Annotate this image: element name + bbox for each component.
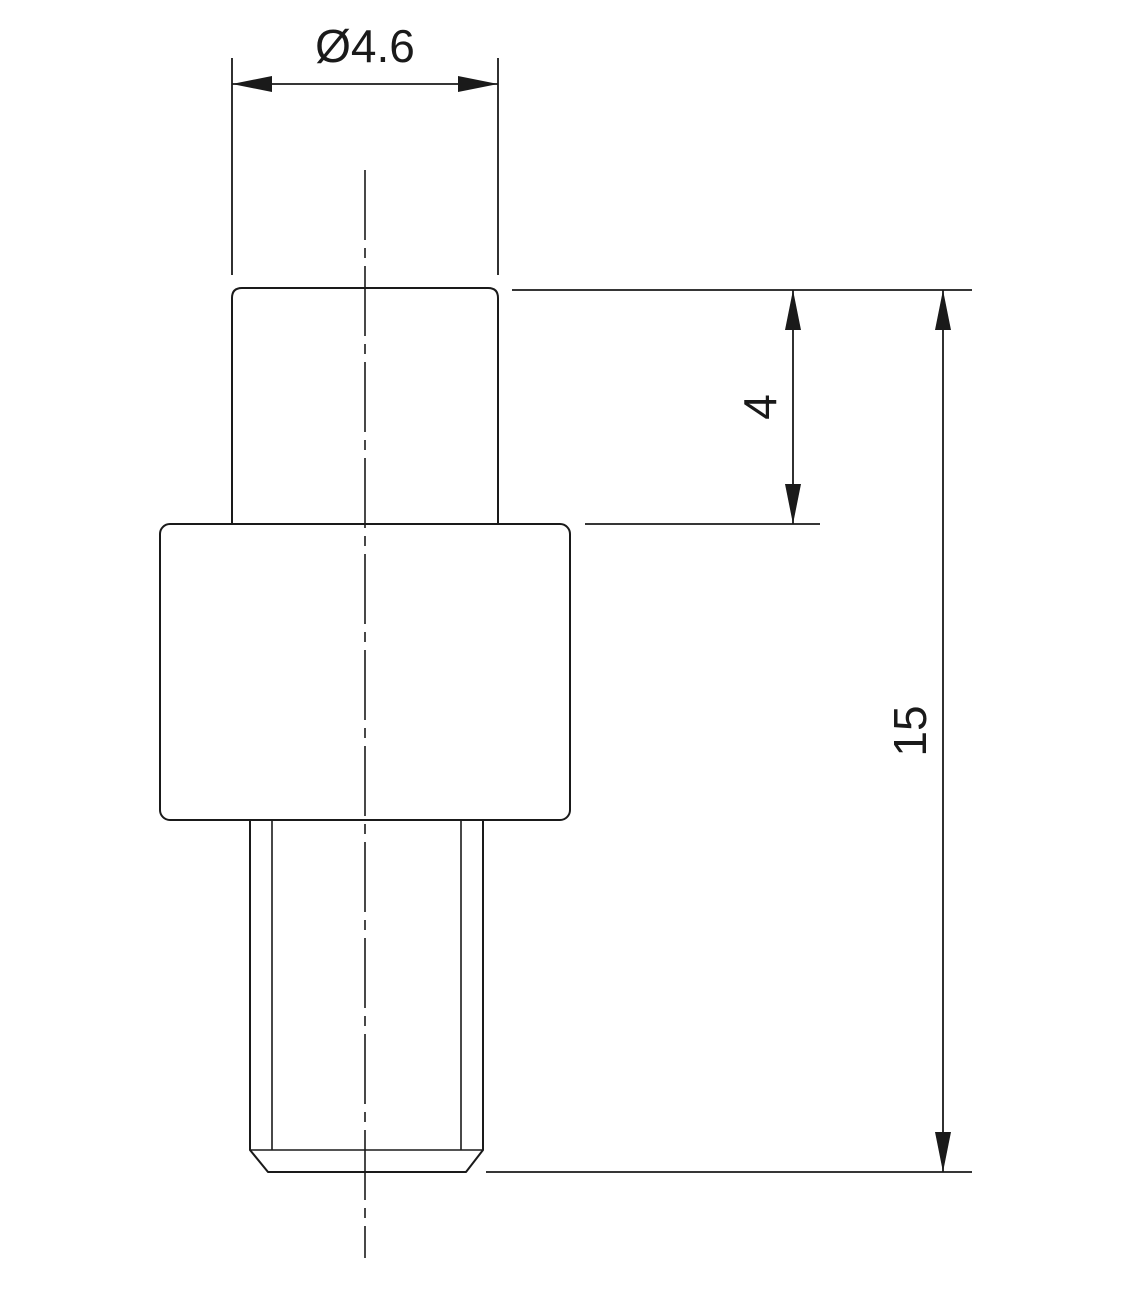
diameter-dimension: Ø4.6 bbox=[231, 20, 499, 275]
arrowhead-bottom bbox=[935, 1132, 951, 1172]
arrowhead-left bbox=[232, 76, 272, 92]
shank-outline bbox=[249, 820, 484, 1173]
arrowhead-top bbox=[935, 290, 951, 330]
threaded-shank bbox=[249, 820, 484, 1173]
overall-height-label: 15 bbox=[884, 705, 936, 756]
arrowhead-right bbox=[458, 76, 498, 92]
upper-pin-outline bbox=[231, 287, 499, 524]
overall-height-dimension: 15 bbox=[486, 290, 972, 1173]
arrowhead-up bbox=[785, 290, 801, 330]
arrowhead-down bbox=[785, 484, 801, 524]
diameter-label: Ø4.6 bbox=[315, 20, 415, 72]
upper-height-label: 4 bbox=[734, 394, 786, 420]
collar-body bbox=[159, 523, 571, 821]
upper-height-dimension: 4 bbox=[512, 289, 972, 525]
